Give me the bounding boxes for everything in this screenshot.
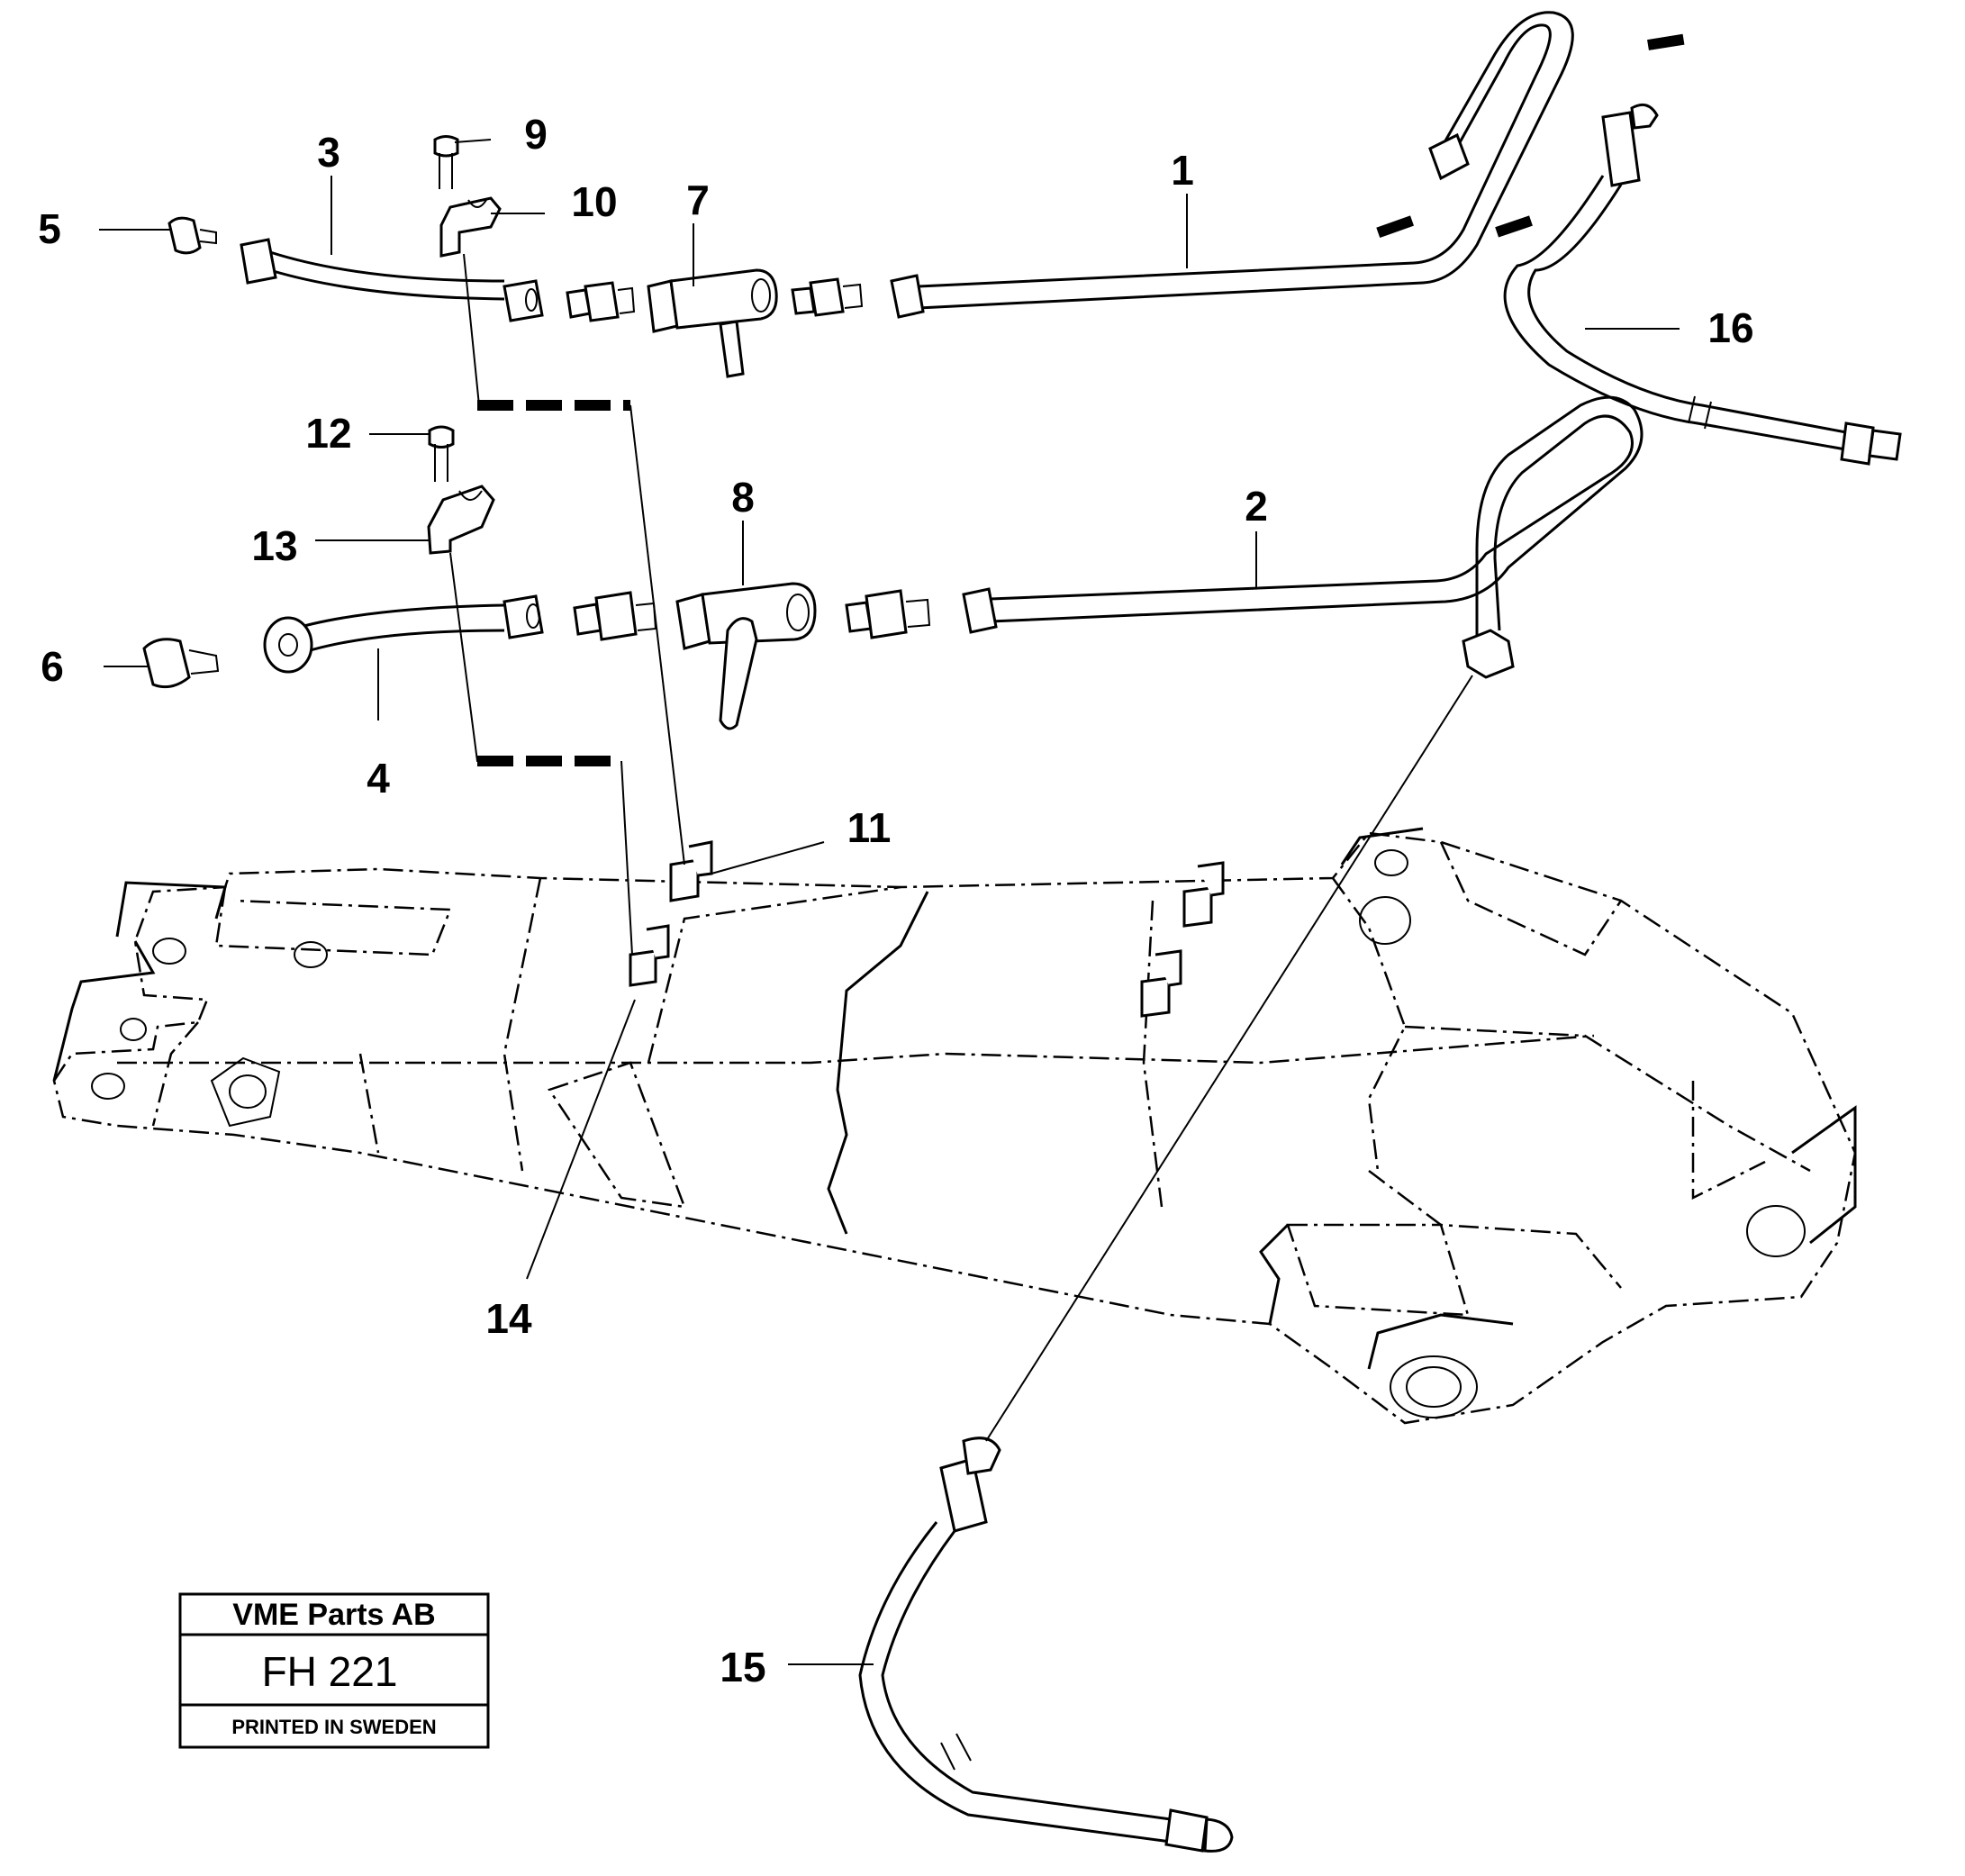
clamp-13-guide-line: [449, 552, 492, 764]
bolt-9: [433, 135, 459, 189]
tee-valve-8: [675, 582, 817, 730]
title-box: VME Parts AB FH 221 PRINTED IN SWEDEN: [178, 1592, 490, 1749]
callout-4: 4: [367, 755, 390, 802]
callout-6: 6: [41, 643, 64, 690]
callout-7: 7: [686, 177, 710, 223]
callout-16: 16: [1707, 304, 1753, 351]
callout-9: 9: [524, 111, 548, 158]
callout-8: 8: [731, 474, 755, 521]
plug-5: [168, 216, 217, 255]
callout-2: 2: [1245, 483, 1268, 530]
boom-clip-upper-right: [1182, 861, 1225, 928]
union-nut-lower-left: [503, 594, 544, 639]
boom-arm-outline: [52, 831, 1857, 1425]
callout-3: 3: [317, 129, 340, 176]
boom-arm-solid-details: [52, 827, 1857, 1418]
boom-clip-11: [669, 840, 713, 902]
union-nut-upper-left: [503, 279, 544, 322]
pipe-2: [962, 395, 1644, 679]
tee-valve-7: [647, 268, 778, 378]
hose-16: [1503, 103, 1902, 466]
clamp-13-to-clip-14-line: [620, 760, 633, 956]
clamp-10-guide-line: [463, 253, 492, 408]
callout-1: 1: [1171, 147, 1194, 194]
callout-13: 13: [251, 522, 297, 569]
pipe-2-to-hose-15-line: [985, 675, 1473, 1442]
pipe-1-break-marks: [1366, 215, 1533, 241]
callout-12: 12: [305, 410, 351, 457]
nipple-upper-left: [566, 281, 636, 322]
nipple-lower-right: [845, 589, 931, 639]
callout-11: 11: [847, 804, 892, 851]
callout-5: 5: [38, 205, 61, 252]
title-box-footer: PRINTED IN SWEDEN: [231, 1716, 436, 1738]
boom-clip-lower-right: [1140, 949, 1182, 1018]
hose-15: [858, 1436, 1234, 1853]
nipple-upper-right: [791, 277, 864, 317]
clamp-13: [427, 485, 495, 555]
clamp-10: [439, 196, 502, 258]
boom-clip-14: [629, 924, 670, 987]
clamp-10-to-clip-11-line: [629, 404, 685, 865]
hose-16-break-mark: [1647, 32, 1694, 50]
title-box-company: VME Parts AB: [232, 1598, 435, 1632]
callout-15: 15: [720, 1644, 765, 1690]
pipe-1: [890, 11, 1574, 319]
callout-leaders: [99, 139, 1680, 1665]
callout-10: 10: [571, 178, 617, 225]
title-box-code: FH 221: [262, 1648, 398, 1695]
nipple-lower-left: [573, 591, 657, 641]
hose-4: [263, 603, 505, 674]
bolt-12: [428, 425, 455, 482]
plug-6: [142, 638, 220, 689]
callout-14: 14: [485, 1295, 532, 1342]
